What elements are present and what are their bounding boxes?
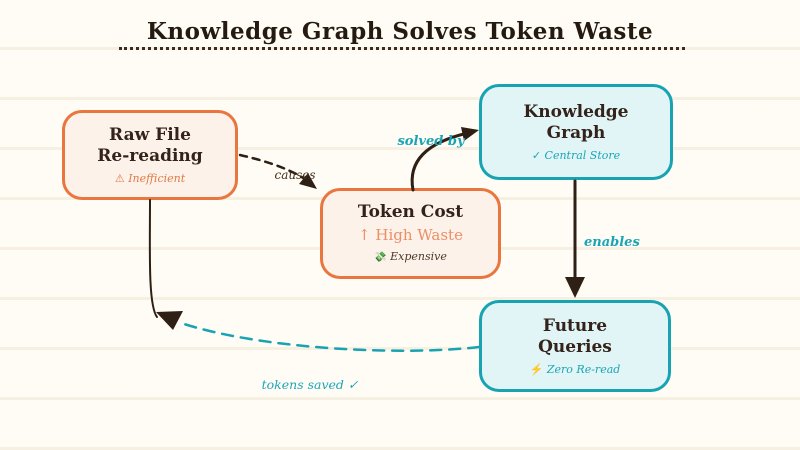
node-token-cost: Token Cost ↑ High Waste 💸 Expensive <box>320 188 501 279</box>
node-title: Token Cost <box>357 202 464 222</box>
edge-label-solved-by: solved by <box>397 134 465 149</box>
node-title: Raw File Re-reading <box>97 124 203 166</box>
badge-label: Expensive <box>390 250 447 263</box>
money-icon: 💸 <box>374 252 387 263</box>
edge-tokens-saved-arrowhead <box>156 311 183 330</box>
title-underline <box>119 47 685 50</box>
lightning-icon: ⚡ <box>529 362 544 376</box>
status-badge: ⚡ Zero Re-read <box>530 363 621 377</box>
status-badge: ✓ Central Store <box>532 149 620 163</box>
edge-enables-arrowhead <box>565 277 585 298</box>
edge-raw-file-stub <box>148 199 158 318</box>
badge-label: Zero Re-read <box>546 362 621 376</box>
page-title: Knowledge Graph Solves Token Waste <box>146 18 654 45</box>
node-knowledge-graph: Knowledge Graph ✓ Central Store <box>479 84 673 180</box>
edge-label-causes: causes <box>274 168 316 182</box>
check-icon: ✓ <box>531 148 542 162</box>
edge-label-tokens-saved: tokens saved ✓ <box>261 377 359 392</box>
node-title: Future Queries <box>538 315 612 357</box>
warning-icon: ⚠ <box>114 171 125 185</box>
status-badge: 💸 Expensive <box>374 250 447 265</box>
badge-label: Inefficient <box>128 171 186 185</box>
node-raw-file-rereading: Raw File Re-reading ⚠ Inefficient <box>62 110 238 200</box>
node-future-queries: Future Queries ⚡ Zero Re-read <box>479 300 671 392</box>
status-badge: ⚠ Inefficient <box>115 172 185 186</box>
node-subtitle: ↑ High Waste <box>358 226 463 244</box>
edge-label-enables: enables <box>584 235 640 250</box>
badge-label: Central Store <box>544 148 621 162</box>
node-title: Knowledge Graph <box>523 101 629 143</box>
edge-tokens-saved <box>179 321 481 352</box>
